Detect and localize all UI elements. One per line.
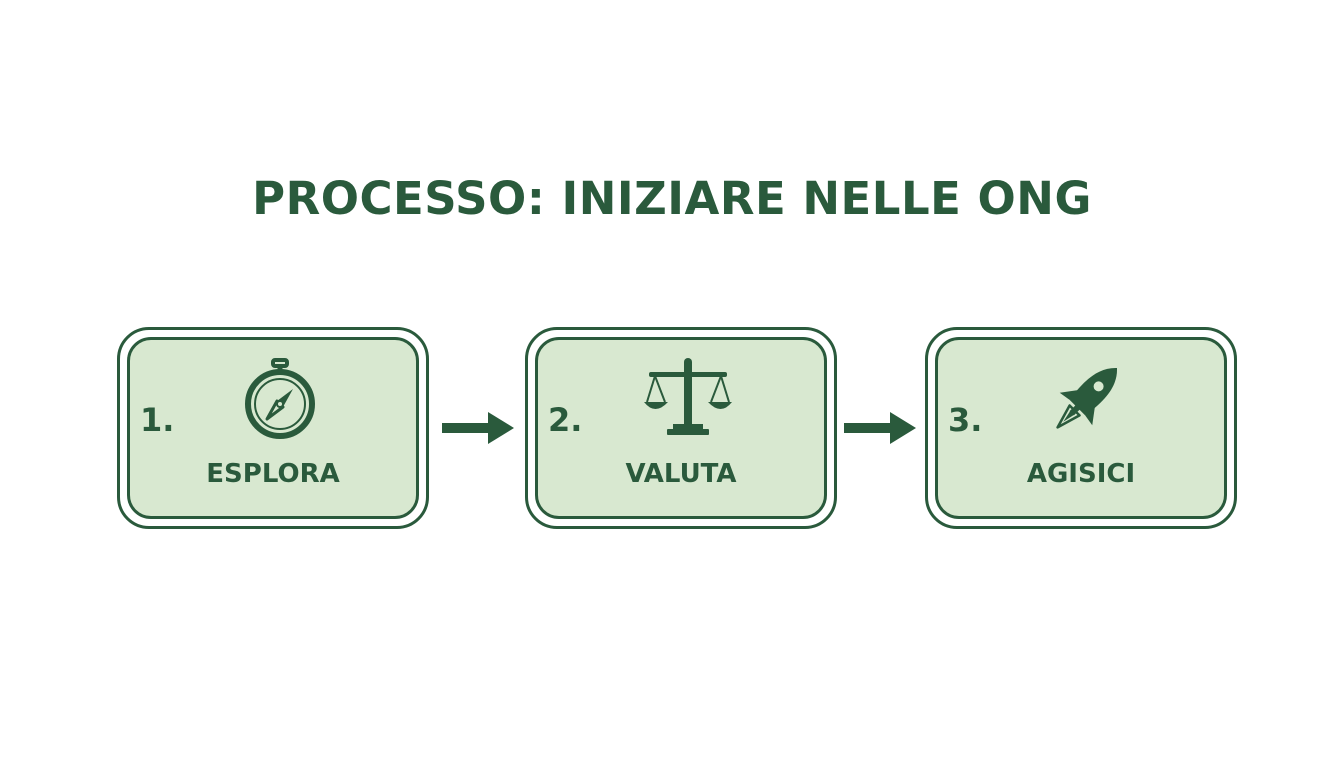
arrow-right-icon — [844, 412, 916, 444]
step-box-inner: 3. AGISICI — [935, 337, 1227, 519]
balance-scale-icon — [644, 358, 732, 435]
step-number: 2. — [548, 401, 583, 439]
step-label: VALUTA — [625, 459, 737, 489]
step-box-agisici: 3. AGISICI — [925, 327, 1237, 529]
step-box-esplora: 1. ESPLORA — [117, 327, 429, 529]
step-number: 1. — [140, 401, 175, 439]
step-label: ESPLORA — [206, 459, 340, 489]
step-label: AGISICI — [1026, 459, 1136, 489]
step-box-inner: 2. VALUTA — [535, 337, 827, 519]
rocket-icon — [1056, 368, 1117, 429]
arrow-right-icon — [442, 412, 514, 444]
step-number: 3. — [948, 401, 983, 439]
step-box-inner: 1. ESPLORA — [127, 337, 419, 519]
step-box-valuta: 2. VALUTA — [525, 327, 837, 529]
stopwatch-compass-icon — [245, 358, 315, 439]
page-title: PROCESSO: INIZIARE NELLE ONG — [252, 172, 1092, 225]
